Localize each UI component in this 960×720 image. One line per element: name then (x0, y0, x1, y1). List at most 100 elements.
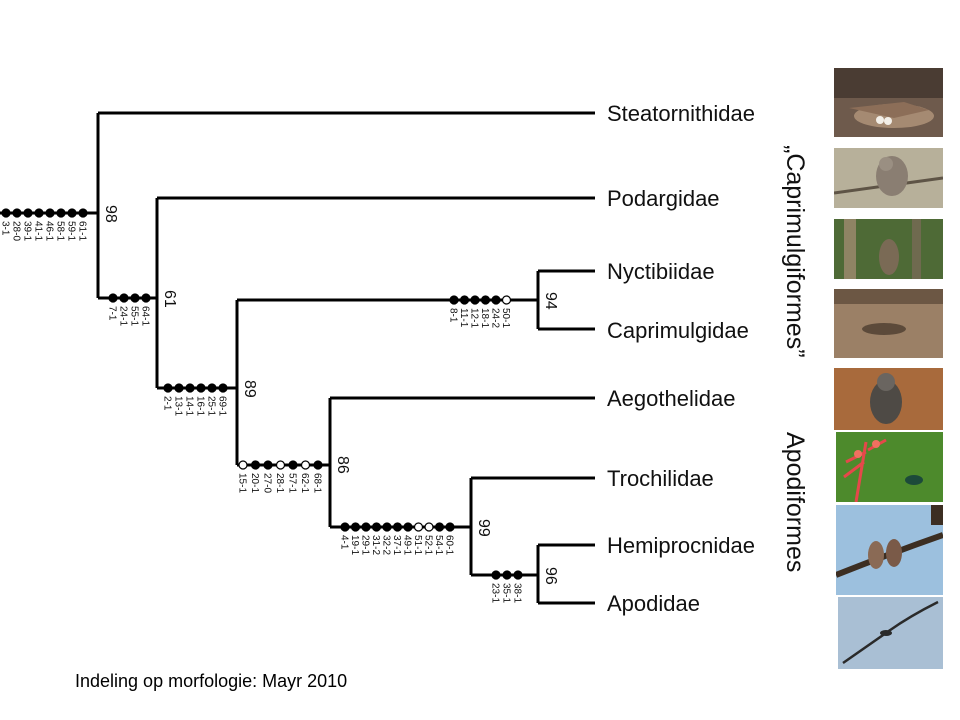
taxon-steatornithidae: Steatornithidae (607, 101, 755, 126)
character-mark (382, 522, 392, 532)
character-label: 3-1 (0, 221, 11, 236)
character-label: 58-1 (55, 221, 66, 241)
character-label: 18-1 (479, 308, 490, 328)
frogmouth-photo (834, 148, 943, 208)
character-mark (34, 208, 44, 218)
character-mark (413, 522, 424, 532)
character-label: 55-1 (129, 306, 140, 326)
character-label: 11-1 (458, 308, 469, 328)
character-mark (174, 383, 184, 393)
taxon-apodidae: Apodidae (607, 591, 700, 616)
character-mark (371, 522, 382, 532)
potoo-photo (834, 219, 943, 279)
character-label: 38-1 (512, 583, 523, 603)
character-label: 62-1 (299, 473, 310, 493)
character-mark (424, 522, 434, 532)
character-mark (361, 522, 371, 532)
character-mark (502, 570, 512, 580)
nightjar-photo (834, 289, 943, 358)
character-label: 35-1 (501, 583, 512, 603)
character-label: 15-1 (237, 473, 248, 493)
character-mark (275, 460, 286, 470)
tree-branches (0, 111, 595, 605)
character-mark (250, 460, 261, 470)
taxon-trochilidae: Trochilidae (607, 466, 714, 491)
character-label: 68-1 (312, 473, 323, 493)
character-label: 37-1 (391, 535, 402, 555)
character-mark (163, 383, 173, 393)
character-label: 4-1 (339, 535, 350, 550)
character-mark (403, 522, 413, 532)
support-94: 94 (542, 292, 559, 310)
group-caprimulgiformes: „Caprimulgiformes” (781, 145, 809, 358)
support-89: 89 (241, 380, 258, 398)
character-mark (12, 208, 22, 218)
character-label: 31-2 (370, 535, 381, 555)
character-label: 61-1 (77, 221, 88, 241)
character-label: 32-2 (381, 535, 392, 555)
character-label: 39-1 (22, 221, 33, 241)
character-mark (263, 460, 273, 470)
character-mark (340, 522, 350, 532)
character-label: 46-1 (44, 221, 55, 241)
character-label: 25-1 (206, 396, 217, 416)
character-label: 69-1 (217, 396, 228, 416)
swift-photo (838, 597, 943, 669)
support-61: 61 (161, 290, 178, 308)
caption: Indeling op morfologie: Mayr 2010 (75, 671, 348, 691)
character-label: 54-1 (433, 535, 444, 555)
character-mark (218, 383, 228, 393)
character-label: 57-1 (287, 473, 298, 493)
character-label: 23-1 (490, 583, 501, 603)
character-mark (119, 293, 129, 303)
character-label: 41-1 (33, 221, 44, 241)
character-mark (491, 295, 501, 305)
taxon-hemiprocnidae: Hemiprocnidae (607, 533, 755, 558)
character-mark (1, 208, 11, 218)
character-mark (78, 208, 88, 218)
character-label: 13-1 (173, 396, 184, 416)
taxon-nyctibiidae: Nyctibiidae (607, 259, 715, 284)
character-mark (130, 293, 140, 303)
character-label: 28-1 (274, 473, 285, 493)
character-mark (470, 295, 480, 305)
character-label: 24-1 (118, 306, 129, 326)
character-mark (480, 295, 491, 305)
group-apodiformes: Apodiformes (781, 432, 809, 572)
character-label: 51-1 (412, 535, 423, 555)
character-label: 2-1 (162, 396, 173, 411)
character-label: 59-1 (66, 221, 77, 241)
character-mark (459, 295, 470, 305)
character-mark (501, 295, 512, 305)
character-mark (141, 293, 151, 303)
character-label: 19-1 (349, 535, 360, 555)
support-root: 98 (102, 205, 119, 223)
character-label: 50-1 (500, 308, 511, 328)
owlet-nightjar-photo (834, 368, 943, 430)
character-mark (392, 522, 403, 532)
support-86: 86 (334, 456, 351, 474)
character-label: 29-1 (360, 535, 371, 555)
character-label: 60-1 (444, 535, 455, 555)
hummingbird-photo (836, 432, 943, 502)
character-mark (238, 460, 248, 470)
character-mark (108, 293, 118, 303)
character-mark (491, 570, 501, 580)
character-mark (350, 522, 361, 532)
character-label: 64-1 (140, 306, 151, 326)
character-mark (207, 383, 217, 393)
character-mark (45, 208, 55, 218)
character-mark (513, 570, 523, 580)
character-marks (1, 208, 523, 580)
character-label: 7-1 (107, 306, 118, 321)
character-label: 14-1 (184, 396, 195, 416)
character-mark (313, 460, 323, 470)
character-label: 20-1 (249, 473, 260, 493)
character-mark (434, 522, 445, 532)
character-mark (300, 460, 311, 470)
character-label: 8-1 (448, 308, 459, 323)
taxon-caprimulgidae: Caprimulgidae (607, 318, 749, 343)
oilbird-photo (834, 68, 943, 137)
